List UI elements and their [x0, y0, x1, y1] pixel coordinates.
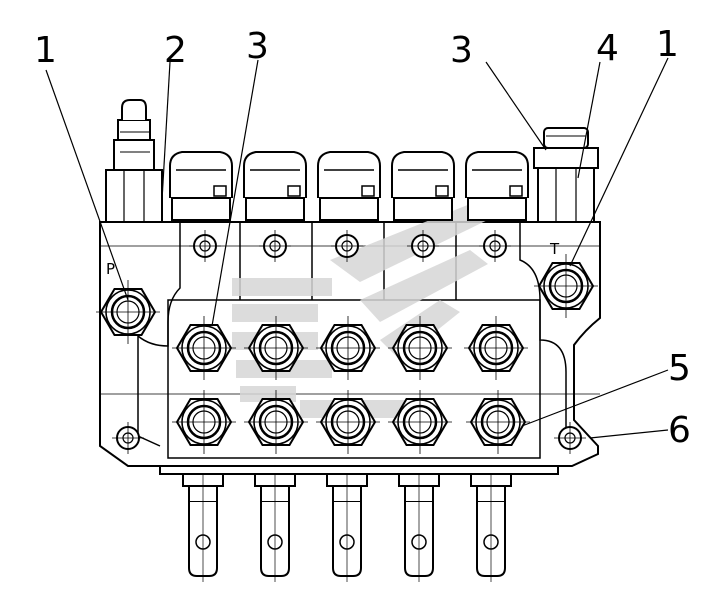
callout-1-right: 1	[656, 24, 679, 65]
leader-lines	[45, 57, 669, 439]
callout-5: 5	[668, 348, 691, 389]
port-label-t: T	[549, 240, 560, 258]
port-label-p: P	[106, 260, 115, 278]
callout-3-left: 3	[246, 26, 269, 67]
callout-4: 4	[596, 28, 619, 69]
spool-handles	[182, 465, 512, 583]
callout-1-left: 1	[34, 30, 57, 71]
relief-valve	[105, 99, 163, 223]
callout-2: 2	[164, 30, 187, 71]
callout-6: 6	[668, 410, 691, 451]
check-valve	[533, 127, 599, 223]
spool-caps	[169, 151, 529, 221]
callout-3-right: 3	[450, 30, 473, 71]
